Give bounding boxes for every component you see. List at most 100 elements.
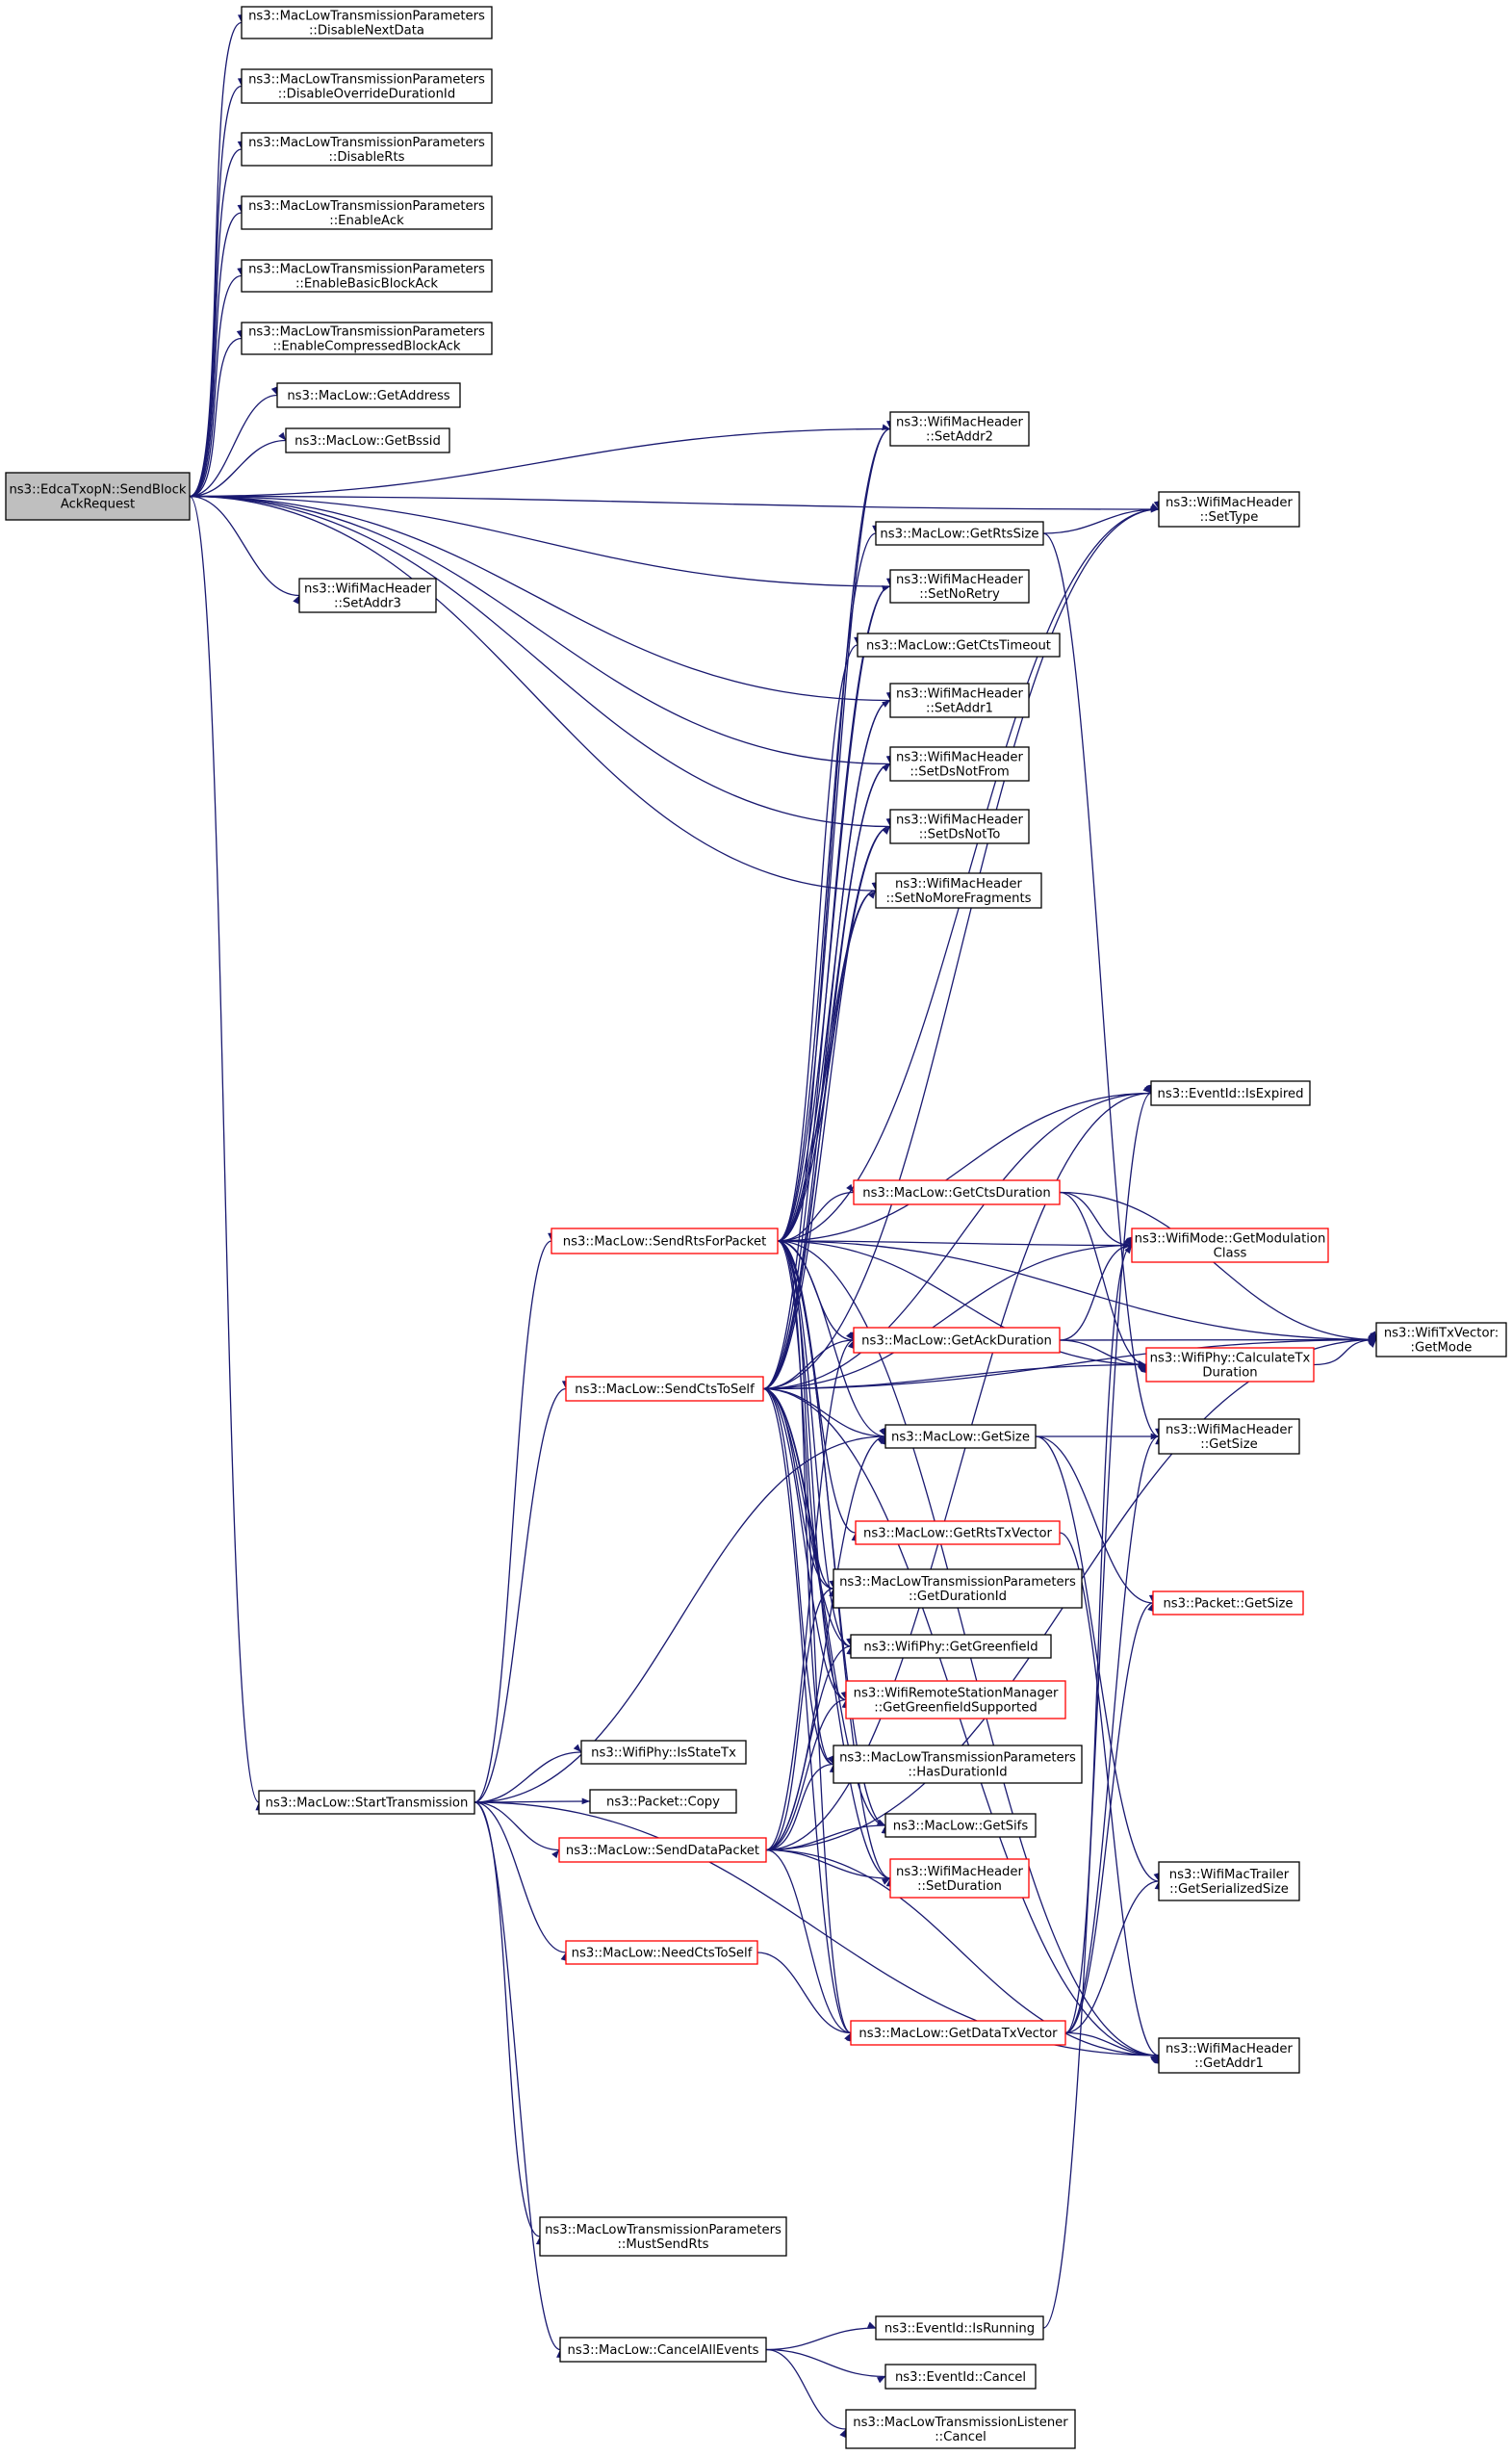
node-getAddress[interactable]: ns3::MacLow::GetAddress (276, 382, 461, 408)
node-getBssid[interactable]: ns3::MacLow::GetBssid (285, 427, 450, 453)
node-box (853, 1179, 1061, 1205)
edge-getDataTxVector-to-pktGetSize (1064, 1602, 1154, 2034)
node-getDurationId[interactable]: ns3::MacLowTransmissionParameters::GetDu… (833, 1568, 1083, 1609)
node-isStateTx[interactable]: ns3::WifiPhy::IsStateTx (580, 1740, 747, 1765)
node-box (1150, 1080, 1311, 1106)
node-box (850, 1634, 1052, 1659)
edge-calcTxDur-to-getMode (1313, 1338, 1377, 1366)
arrowhead-root-to-getAddress (270, 386, 278, 396)
node-hasDurationId[interactable]: ns3::MacLowTransmissionParameters::HasDu… (833, 1745, 1083, 1784)
node-getSifs[interactable]: ns3::MacLow::GetSifs (884, 1813, 1037, 1838)
edge-sendRts-to-isExpired (777, 1092, 1152, 1242)
node-pktGetSize[interactable]: ns3::Packet::GetSize (1152, 1590, 1304, 1616)
node-needCts[interactable]: ns3::MacLow::NeedCtsToSelf (565, 1940, 758, 1965)
node-getSize[interactable]: ns3::MacLow::GetSize (884, 1424, 1037, 1449)
node-hdrGetSize[interactable]: ns3::WifiMacHeader::GetSize (1158, 1418, 1300, 1455)
node-setDsNotFrom[interactable]: ns3::WifiMacHeader::SetDsNotFrom (889, 746, 1030, 782)
node-box (1152, 1590, 1304, 1616)
edge-startTx-to-mustSendRts (474, 1801, 541, 2237)
node-sendCts[interactable]: ns3::MacLow::SendCtsToSelf (565, 1376, 764, 1402)
node-box (857, 633, 1061, 658)
node-label: ns3::MacLow::GetCtsTimeout (866, 639, 1051, 654)
node-setDsNotTo[interactable]: ns3::WifiMacHeader::SetDsNotTo (889, 809, 1030, 844)
node-getAckDuration[interactable]: ns3::MacLow::GetAckDuration (853, 1327, 1061, 1354)
arrowhead-cancelAll-to-listenerCancel (839, 2429, 846, 2438)
node-getRtsTxVector[interactable]: ns3::MacLow::GetRtsTxVector (855, 1520, 1061, 1545)
node-pktCopy[interactable]: ns3::Packet::Copy (589, 1789, 737, 1814)
node-enableAck[interactable]: ns3::MacLowTransmissionParameters::Enabl… (241, 195, 493, 230)
node-sendData[interactable]: ns3::MacLow::SendDataPacket (558, 1837, 767, 1863)
node-listenerCancel[interactable]: ns3::MacLowTransmissionListener::Cancel (845, 2409, 1076, 2449)
edge-sendRts-to-getDurationId (777, 1240, 834, 1590)
arrowhead-getSize-to-pktGetSize (1147, 1603, 1154, 1612)
edge-sendRts-to-getMode (777, 1240, 1377, 1341)
node-eventCancel[interactable]: ns3::EventId::Cancel (884, 2364, 1037, 2390)
node-label: Class (1214, 1247, 1247, 1261)
node-isExpired[interactable]: ns3::EventId::IsExpired (1150, 1080, 1311, 1106)
node-enableCompressed[interactable]: ns3::MacLowTransmissionParameters::Enabl… (241, 322, 493, 355)
node-getAddr1[interactable]: ns3::WifiMacHeader::GetAddr1 (1158, 2037, 1300, 2074)
node-disableOverride[interactable]: ns3::MacLowTransmissionParameters::Disab… (241, 68, 493, 104)
node-box (833, 1745, 1083, 1784)
node-setNoMoreFrag[interactable]: ns3::WifiMacHeader::SetNoMoreFragments (875, 872, 1042, 909)
node-sendRts[interactable]: ns3::MacLow::SendRtsForPacket (551, 1228, 779, 1254)
edge-getDataTxVector-to-hdrGetSize (1064, 1435, 1160, 2034)
arrowhead-getRtsSize-to-setType (1150, 503, 1159, 509)
node-disableRts[interactable]: ns3::MacLowTransmissionParameters::Disab… (241, 132, 493, 167)
node-box (889, 569, 1030, 604)
node-getCtsDuration[interactable]: ns3::MacLow::GetCtsDuration (853, 1179, 1061, 1205)
node-box (5, 472, 191, 521)
arrowhead-sendRts-to-getCtsDuration (846, 1183, 854, 1193)
node-getRtsSize[interactable]: ns3::MacLow::GetRtsSize (875, 521, 1044, 546)
node-startTx[interactable]: ns3::MacLow::StartTransmission (258, 1790, 475, 1815)
node-setAddr2[interactable]: ns3::WifiMacHeader::SetAddr2 (889, 411, 1030, 447)
node-label: ns3::WifiMacHeader (896, 573, 1024, 587)
edge-root-to-setNoRetry (189, 495, 891, 587)
edge-getAckDuration-to-getMode (1059, 1338, 1377, 1341)
node-label: ns3::WifiPhy::GetGreenfield (863, 1641, 1038, 1655)
node-disableNextData[interactable]: ns3::MacLowTransmissionParameters::Disab… (241, 6, 493, 39)
node-setNoRetry[interactable]: ns3::WifiMacHeader::SetNoRetry (889, 569, 1030, 604)
node-label: ns3::MacLow::GetBssid (295, 434, 441, 449)
arrowhead-cancelAll-to-isRunning (867, 2321, 876, 2328)
node-mustSendRts[interactable]: ns3::MacLowTransmissionParameters::MustS… (539, 2216, 787, 2257)
node-label: ::EnableAck (329, 214, 404, 228)
node-isRunning[interactable]: ns3::EventId::IsRunning (875, 2315, 1044, 2340)
node-box (258, 1790, 475, 1815)
node-setAddr3[interactable]: ns3::WifiMacHeader::SetAddr3 (298, 578, 437, 613)
node-label: ::GetSerializedSize (1169, 1882, 1289, 1897)
node-box (276, 382, 461, 408)
node-box (855, 1520, 1061, 1545)
edge-root-to-setAddr2 (189, 427, 891, 498)
edge-startTx-to-needCts (474, 1801, 567, 1953)
node-getMode[interactable]: ns3::WifiTxVector::GetMode (1375, 1322, 1507, 1357)
node-cancelAll[interactable]: ns3::MacLow::CancelAllEvents (559, 2337, 767, 2363)
edge-sendCts-to-getGreenfield (762, 1387, 852, 1647)
node-label: ns3::WifiTxVector: (1384, 1327, 1499, 1341)
node-getCtsTimeout[interactable]: ns3::MacLow::GetCtsTimeout (857, 633, 1061, 658)
node-setType[interactable]: ns3::WifiMacHeader::SetType (1158, 491, 1300, 528)
node-setAddr1[interactable]: ns3::WifiMacHeader::SetAddr1 (889, 683, 1030, 718)
node-box (298, 578, 437, 613)
edge-root-to-getAddress (189, 394, 278, 498)
edge-getDataTxVector-to-getModClass (1064, 1244, 1133, 2034)
node-label: ns3::WifiMacHeader (896, 687, 1024, 702)
edge-needCts-to-getDataTxVector (756, 1952, 852, 2034)
node-trailerSize[interactable]: ns3::WifiMacTrailer::GetSerializedSize (1158, 1861, 1300, 1901)
node-getGreenfield[interactable]: ns3::WifiPhy::GetGreenfield (850, 1634, 1052, 1659)
node-greenfieldSupported[interactable]: ns3::WifiRemoteStationManager::GetGreenf… (845, 1680, 1066, 1719)
edge-sendCts-to-getMode (762, 1338, 1377, 1390)
edge-sendData-to-getDurationId (765, 1588, 834, 1851)
node-box (1158, 2037, 1300, 2074)
node-box (1145, 1347, 1315, 1383)
arrowhead-sendData-to-hasDurationId (827, 1755, 833, 1765)
edge-sendCts-to-isExpired (762, 1092, 1152, 1390)
edge-sendData-to-greenfieldSupported (765, 1698, 847, 1851)
node-enableBasic[interactable]: ns3::MacLowTransmissionParameters::Enabl… (241, 259, 493, 293)
node-getDataTxVector[interactable]: ns3::MacLow::GetDataTxVector (850, 2020, 1066, 2046)
edge-getCtsDuration-to-getMode (1059, 1191, 1377, 1341)
node-setDuration[interactable]: ns3::WifiMacHeader::SetDuration (889, 1858, 1030, 1899)
